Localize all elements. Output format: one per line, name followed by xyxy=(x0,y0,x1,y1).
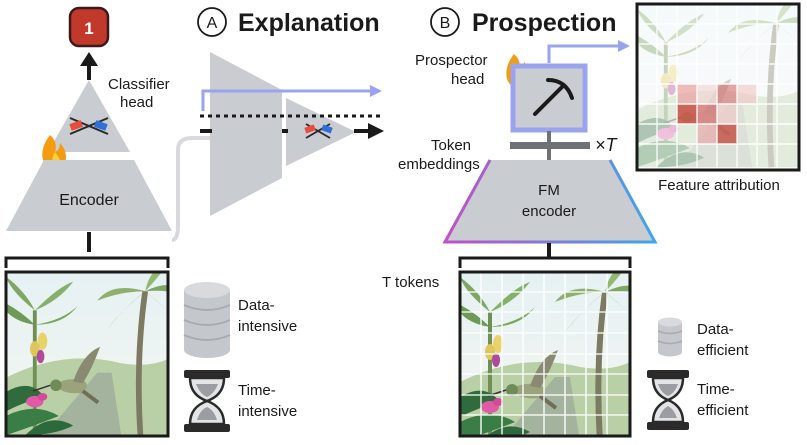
explanation-heading: A Explanation xyxy=(197,7,380,37)
feature-attribution-label: Feature attribution xyxy=(658,177,780,194)
token-embeddings-bar xyxy=(510,142,590,149)
tokens-label: T tokens xyxy=(382,274,439,291)
fm-encoder-line2: encoder xyxy=(522,203,576,220)
explanation-output-arrow xyxy=(368,123,384,139)
data-intensive-line1: Data- xyxy=(238,297,275,314)
explanation-blue-arrow xyxy=(201,89,372,111)
output-badge-value: 1 xyxy=(84,19,93,38)
prospector-label-line2: head xyxy=(451,71,484,88)
encoder-label: Encoder xyxy=(59,192,119,209)
time-efficient-line1: Time- xyxy=(697,381,735,398)
token-embeddings-line2: embeddings xyxy=(398,156,480,173)
time-efficient-line2: efficient xyxy=(697,402,749,419)
hourglass-icon-right xyxy=(647,370,689,430)
classifier-glasses-icon xyxy=(69,117,109,135)
time-intensive-line2: intensive xyxy=(238,403,297,420)
fm-encoder-line1: FM xyxy=(538,182,560,199)
database-icon xyxy=(183,282,231,358)
explanation-title: Explanation xyxy=(238,9,380,37)
prospector-label-line1: Prospector xyxy=(415,52,488,69)
hourglass-icon xyxy=(184,370,230,432)
feature-attribution-image xyxy=(635,2,801,172)
prospection-blue-arrow xyxy=(547,44,620,63)
pickaxe-icon xyxy=(533,78,574,116)
token-grid xyxy=(460,272,630,436)
data-efficient-line1: Data- xyxy=(697,321,734,338)
time-intensive-line1: Time- xyxy=(238,382,276,399)
token-embeddings-line1: Token xyxy=(431,137,471,154)
input-image-right xyxy=(458,270,632,438)
encoder-block xyxy=(6,160,172,231)
input-bracket-right xyxy=(458,256,632,268)
explanation-letter: A xyxy=(207,15,218,32)
token-multiplier: ×T xyxy=(595,135,619,155)
prospection-heading: B Prospection xyxy=(430,7,616,37)
output-badge: 1 xyxy=(68,6,110,48)
attribution-heatmap xyxy=(677,84,757,144)
fm-encoder xyxy=(445,160,655,242)
classifier-label-line2: head xyxy=(120,94,153,111)
input-image-left xyxy=(4,270,170,438)
output-arrow xyxy=(80,52,98,80)
small-database-icon xyxy=(657,317,683,357)
input-bracket-left xyxy=(4,256,170,268)
explanation-encoder xyxy=(210,52,282,216)
explanation-glasses-icon xyxy=(304,123,333,139)
data-intensive-line2: intensive xyxy=(238,318,297,335)
explanation-connector xyxy=(171,136,212,242)
prospection-letter: B xyxy=(440,15,451,32)
classifier-label-line1: Classifier xyxy=(108,76,170,93)
classifier-head xyxy=(48,80,130,152)
data-efficient-line2: efficient xyxy=(697,342,749,359)
prospection-title: Prospection xyxy=(472,9,616,37)
